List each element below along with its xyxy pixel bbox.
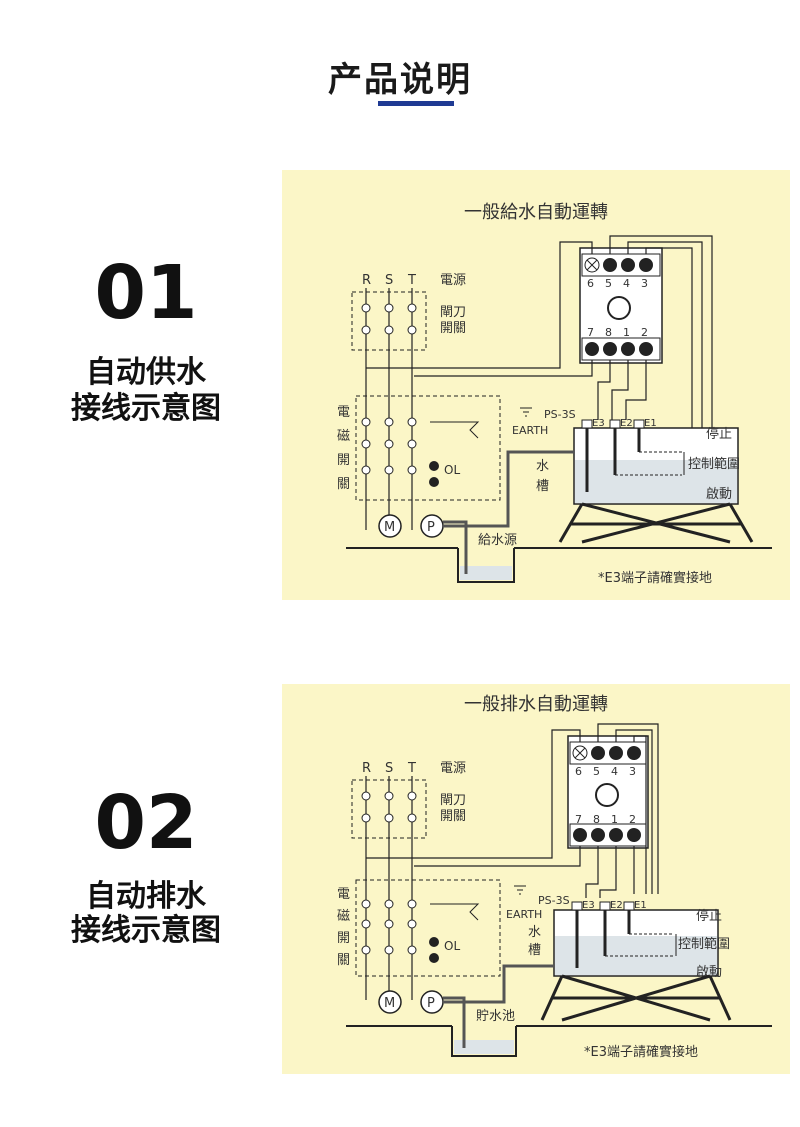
contactor-label: 開: [337, 453, 350, 468]
relay-bottom-terminal: 1: [611, 813, 618, 826]
power-label: 電源: [440, 273, 466, 288]
section-caption-line1: 自动排水: [86, 879, 206, 914]
electrode-label: E2: [620, 418, 633, 429]
tank-label: 槽: [536, 479, 549, 494]
motor-symbol: [378, 990, 402, 1014]
relay-bottom-terminal: 8: [593, 813, 600, 826]
phase-label: S: [385, 761, 393, 776]
electrode-label: E1: [644, 418, 657, 429]
knife-switch-label: 閘刀: [440, 305, 466, 320]
contactor-label: 關: [337, 477, 350, 492]
relay-top-terminal: 5: [605, 277, 612, 290]
contactor-label: 電: [337, 405, 350, 420]
drainage-wiring-diagram: 一般排水自動運轉 6 5 4 3 7 8 1 2 R S T 電源 閘刀 開關 …: [337, 694, 772, 1060]
page-title: 产品说明: [328, 60, 472, 100]
overload-label: OL: [444, 939, 460, 953]
source-label: 貯水池: [476, 1009, 515, 1024]
model-label: PS-3S: [538, 894, 570, 907]
diagram-title: 一般給水自動運轉: [464, 202, 608, 223]
earth-label: EARTH: [506, 908, 542, 921]
grounding-note: *E3端子請確實接地: [584, 1044, 698, 1060]
knife-switch-label: 開關: [440, 809, 466, 824]
relay-indicator: [607, 296, 631, 320]
electrode-label: E1: [634, 900, 647, 911]
overload-label: OL: [444, 463, 460, 477]
section-caption-line2: 接线示意图: [71, 913, 221, 948]
supply-wiring-diagram: 一般給水自動運轉 6 5 4 3 7 8 1 2 R S T 電源 閘刀 開關 …: [337, 202, 772, 586]
motor-symbol: [378, 514, 402, 538]
diagram-title: 一般排水自動運轉: [464, 694, 608, 715]
range-label: 控制範圍: [678, 937, 730, 952]
relay-top-terminal: 4: [623, 277, 630, 290]
knife-switch-label: 閘刀: [440, 793, 466, 808]
phase-label: T: [407, 761, 416, 776]
tank-label: 水: [536, 459, 549, 474]
electrode-label: E3: [592, 418, 605, 429]
power-label: 電源: [440, 761, 466, 776]
knife-switch-label: 開關: [440, 321, 466, 336]
phase-label: S: [385, 273, 393, 288]
grounding-note: *E3端子請確實接地: [598, 570, 712, 586]
contactor-label: 電: [337, 887, 350, 902]
tank-label: 槽: [528, 943, 541, 958]
phase-label: R: [362, 273, 371, 288]
relay-top-terminal: 6: [575, 765, 582, 778]
contactor-label: 開: [337, 931, 350, 946]
tank-label: 水: [528, 925, 541, 940]
model-label: PS-3S: [544, 408, 576, 421]
earth-label: EARTH: [512, 424, 548, 437]
wiring-diagram-panel: 一般給水自動運轉 6 5 4 3 7 8 1 2 R S T 電源 閘刀 開關 …: [282, 170, 790, 600]
start-label: 啟動: [706, 487, 732, 502]
stop-label: 停止: [696, 908, 722, 924]
relay-bottom-terminal: 7: [587, 326, 594, 339]
contactor-label: 磁: [337, 909, 350, 924]
contactor-label: 關: [337, 953, 350, 968]
start-label: 啟動: [696, 965, 722, 980]
source-label: 給水源: [478, 533, 517, 548]
relay-top-terminal: 6: [587, 277, 594, 290]
section-caption-line2: 接线示意图: [71, 391, 221, 426]
electrode-label: E2: [610, 900, 623, 911]
section-number: 01: [94, 250, 198, 336]
relay-bottom-terminal: 2: [641, 326, 648, 339]
electrode-label: E3: [582, 900, 595, 911]
pump-label: P: [427, 996, 435, 1011]
motor-label: M: [384, 520, 395, 535]
relay-bottom-terminal: 8: [605, 326, 612, 339]
relay-bottom-terminal: 1: [623, 326, 630, 339]
relay-top-terminal: 5: [593, 765, 600, 778]
motor-label: M: [384, 996, 395, 1011]
relay-top-terminal: 3: [629, 765, 636, 778]
relay-top-terminal: 3: [641, 277, 648, 290]
range-label: 控制範圍: [688, 457, 740, 472]
stop-label: 停止: [706, 426, 732, 442]
relay-bottom-terminal: 2: [629, 813, 636, 826]
title-underline: [378, 101, 454, 106]
relay-top-terminal: 4: [611, 765, 618, 778]
contactor-label: 磁: [337, 429, 350, 444]
phase-label: T: [407, 273, 416, 288]
pump-label: P: [427, 520, 435, 535]
phase-label: R: [362, 761, 371, 776]
section-number: 02: [94, 780, 198, 866]
relay-bottom-terminal: 7: [575, 813, 582, 826]
wiring-diagram-panel: 一般排水自動運轉 6 5 4 3 7 8 1 2 R S T 電源 閘刀 開關 …: [282, 684, 790, 1074]
section-caption-line1: 自动供水: [86, 355, 206, 390]
